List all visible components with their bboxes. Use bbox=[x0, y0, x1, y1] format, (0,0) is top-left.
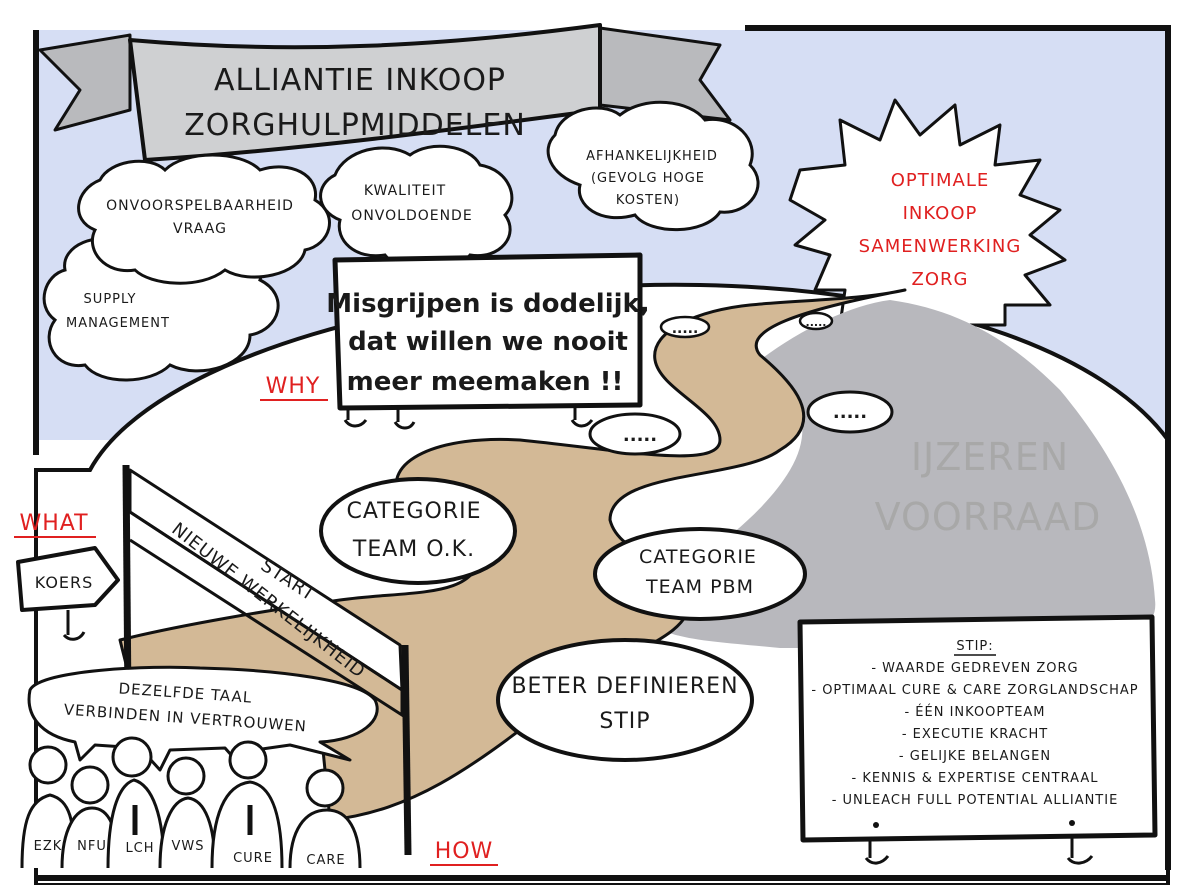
person-lch: LCH bbox=[125, 841, 154, 856]
cloud-afhankelijkheid: AFHANKELIJKHEID (GEVOLG HOGE KOSTEN) bbox=[546, 100, 760, 232]
koers-sign: KOERS bbox=[16, 546, 120, 641]
person-care: CARE bbox=[306, 853, 345, 868]
dots-bubble-4: ..... bbox=[588, 412, 682, 456]
bubble-team-pbm-line1: CATEGORIE bbox=[639, 546, 757, 568]
dots-3: ..... bbox=[833, 402, 867, 423]
stip-title: STIP: bbox=[956, 639, 993, 654]
cloud-kwaliteit: KWALITEIT ONVOLDOENDE bbox=[319, 144, 514, 272]
stip-item-5: - GELIJKE BELANGEN bbox=[899, 749, 1051, 764]
cloud-afhankelijkheid-line1: AFHANKELIJKHEID bbox=[586, 149, 718, 164]
dots-2: ..... bbox=[806, 316, 827, 329]
cloud-onvoorspelbaarheid-line1: ONVOORSPELBAARHEID bbox=[106, 198, 294, 214]
sun-line1: OPTIMALE bbox=[891, 170, 990, 191]
why-sign-line1: Misgrijpen is dodelijk, bbox=[326, 289, 649, 319]
sun-line3: SAMENWERKING bbox=[859, 236, 1022, 257]
why-sign: Misgrijpen is dodelijk, dat willen we no… bbox=[326, 252, 650, 430]
cloud-onvoorspelbaarheid: ONVOORSPELBAARHEID VRAAG bbox=[77, 153, 331, 285]
stip-item-3: - ÉÉN INKOOPTEAM bbox=[904, 704, 1045, 720]
dots-1: ..... bbox=[672, 321, 699, 337]
koers-label: KOERS bbox=[35, 573, 94, 592]
bubble-team-pbm: CATEGORIE TEAM PBM bbox=[593, 527, 807, 621]
cloud-kwaliteit-line1: KWALITEIT bbox=[364, 183, 446, 199]
bubble-team-ok-line1: CATEGORIE bbox=[346, 499, 481, 524]
cloud-supply-line2: MANAGEMENT bbox=[66, 316, 170, 331]
banner-line2: ZORGHULPMIDDELEN bbox=[184, 108, 526, 143]
person-cure: CURE bbox=[233, 851, 273, 866]
bubble-team-ok: CATEGORIE TEAM O.K. bbox=[319, 477, 517, 585]
person-nfu: NFU bbox=[77, 839, 107, 854]
stip-item-7: - UNLEACH FULL POTENTIAL ALLIANTIE bbox=[832, 793, 1119, 808]
bubble-stip-line1: BETER DEFINIEREN bbox=[511, 674, 738, 699]
sun-line2: INKOOP bbox=[903, 203, 978, 224]
stip-item-6: - KENNIS & EXPERTISE CENTRAAL bbox=[852, 771, 1099, 786]
cloud-afhankelijkheid-line3: KOSTEN) bbox=[616, 193, 680, 208]
label-how: HOW bbox=[435, 839, 494, 864]
person-ezk: EZK bbox=[34, 839, 63, 854]
why-sign-line3: meer meemaken !! bbox=[347, 367, 624, 397]
dots-bubble-1: ..... bbox=[659, 315, 711, 339]
bubble-stip: BETER DEFINIEREN STIP bbox=[496, 638, 754, 762]
label-what: WHAT bbox=[19, 511, 88, 536]
cloud-supply-line1: SUPPLY bbox=[84, 292, 137, 307]
ijzeren-line1: IJZEREN bbox=[911, 435, 1069, 479]
why-sign-line2: dat willen we nooit bbox=[348, 327, 628, 357]
cloud-kwaliteit-line2: ONVOLDOENDE bbox=[351, 208, 472, 224]
cloud-onvoorspelbaarheid-line2: VRAAG bbox=[173, 221, 227, 237]
stip-item-4: - EXECUTIE KRACHT bbox=[902, 727, 1048, 742]
ijzeren-line2: VOORRAAD bbox=[875, 495, 1102, 539]
bubble-team-pbm-line2: TEAM PBM bbox=[645, 576, 754, 598]
stip-item-2: - OPTIMAAL CURE & CARE ZORGLANDSCHAP bbox=[811, 683, 1138, 698]
people-group bbox=[20, 736, 362, 869]
people-labels: EZK NFU LCH VWS CURE CARE bbox=[34, 839, 345, 868]
bubble-stip-line2: STIP bbox=[599, 709, 650, 734]
person-vws: VWS bbox=[172, 839, 205, 854]
banner-line1: ALLIANTIE INKOOP bbox=[214, 63, 506, 98]
stip-board: STIP: - WAARDE GEDREVEN ZORG - OPTIMAAL … bbox=[797, 614, 1158, 865]
dots-bubble-3: ..... bbox=[806, 390, 894, 434]
frame-top bbox=[745, 25, 1171, 445]
dots-bubble-2: ..... bbox=[798, 311, 834, 331]
bubble-team-ok-line2: TEAM O.K. bbox=[352, 537, 475, 562]
stip-item-1: - WAARDE GEDREVEN ZORG bbox=[871, 661, 1078, 676]
dots-4: ..... bbox=[623, 425, 657, 446]
label-why: WHY bbox=[266, 374, 321, 399]
sun-line4: ZORG bbox=[912, 269, 969, 290]
cloud-afhankelijkheid-line2: (GEVOLG HOGE bbox=[591, 171, 705, 186]
sun bbox=[788, 98, 1067, 327]
